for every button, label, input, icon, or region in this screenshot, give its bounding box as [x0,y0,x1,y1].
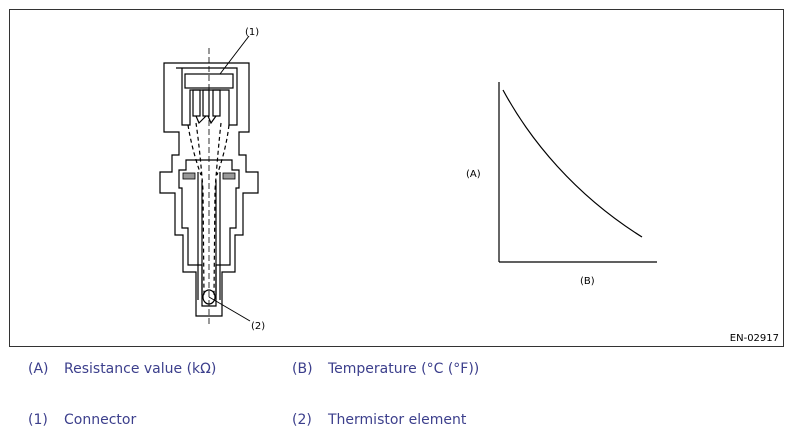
callout-2-label: (2) [251,321,265,332]
legend-text-a: Resistance value (kΩ) [64,361,217,377]
terminal-tips [195,115,217,125]
legend-text-2: Thermistor element [328,412,467,428]
callout-1-label: (1) [245,27,259,38]
resistance-graph: (A) (B) [466,82,657,287]
diagram-figure: (1) (2) (A) (B) EN-02917 [9,9,784,347]
legend-text-b: Temperature (°C (°F)) [328,361,480,377]
figure-id: EN-02917 [729,333,779,344]
callout-2-leader [208,296,251,322]
probe-tube [197,172,221,300]
terminal-mid [202,89,210,117]
legend-item-b: (B) Temperature (°C (°F)) [292,361,479,377]
legend-item-2: (2) Thermistor element [292,412,466,428]
legend-key-2: (2) [292,412,312,428]
callout-1-leader [219,35,250,75]
terminal-left [192,89,201,117]
probe-tube-inner [201,180,217,295]
legend-item-a: (A) Resistance value (kΩ) [28,361,216,377]
graph-x-label: (B) [580,276,595,287]
sensor-diagram: (1) (2) (A) (B) [159,27,657,332]
legend-key-b: (B) [292,361,313,377]
coolant-temperature-sensor [159,48,259,326]
legend-key-1: (1) [28,412,48,428]
seal-right [222,172,236,180]
legend-item-1: (1) Connector [28,412,136,428]
legend-key-a: (A) [28,361,49,377]
wire-path [187,122,230,296]
seal-left [182,172,196,180]
inner-body [178,159,240,307]
graph-curve [502,89,643,238]
graph-y-label: (A) [466,169,481,180]
connector-housing [159,62,259,317]
terminal-right [212,89,221,117]
legend-text-1: Connector [64,412,137,428]
